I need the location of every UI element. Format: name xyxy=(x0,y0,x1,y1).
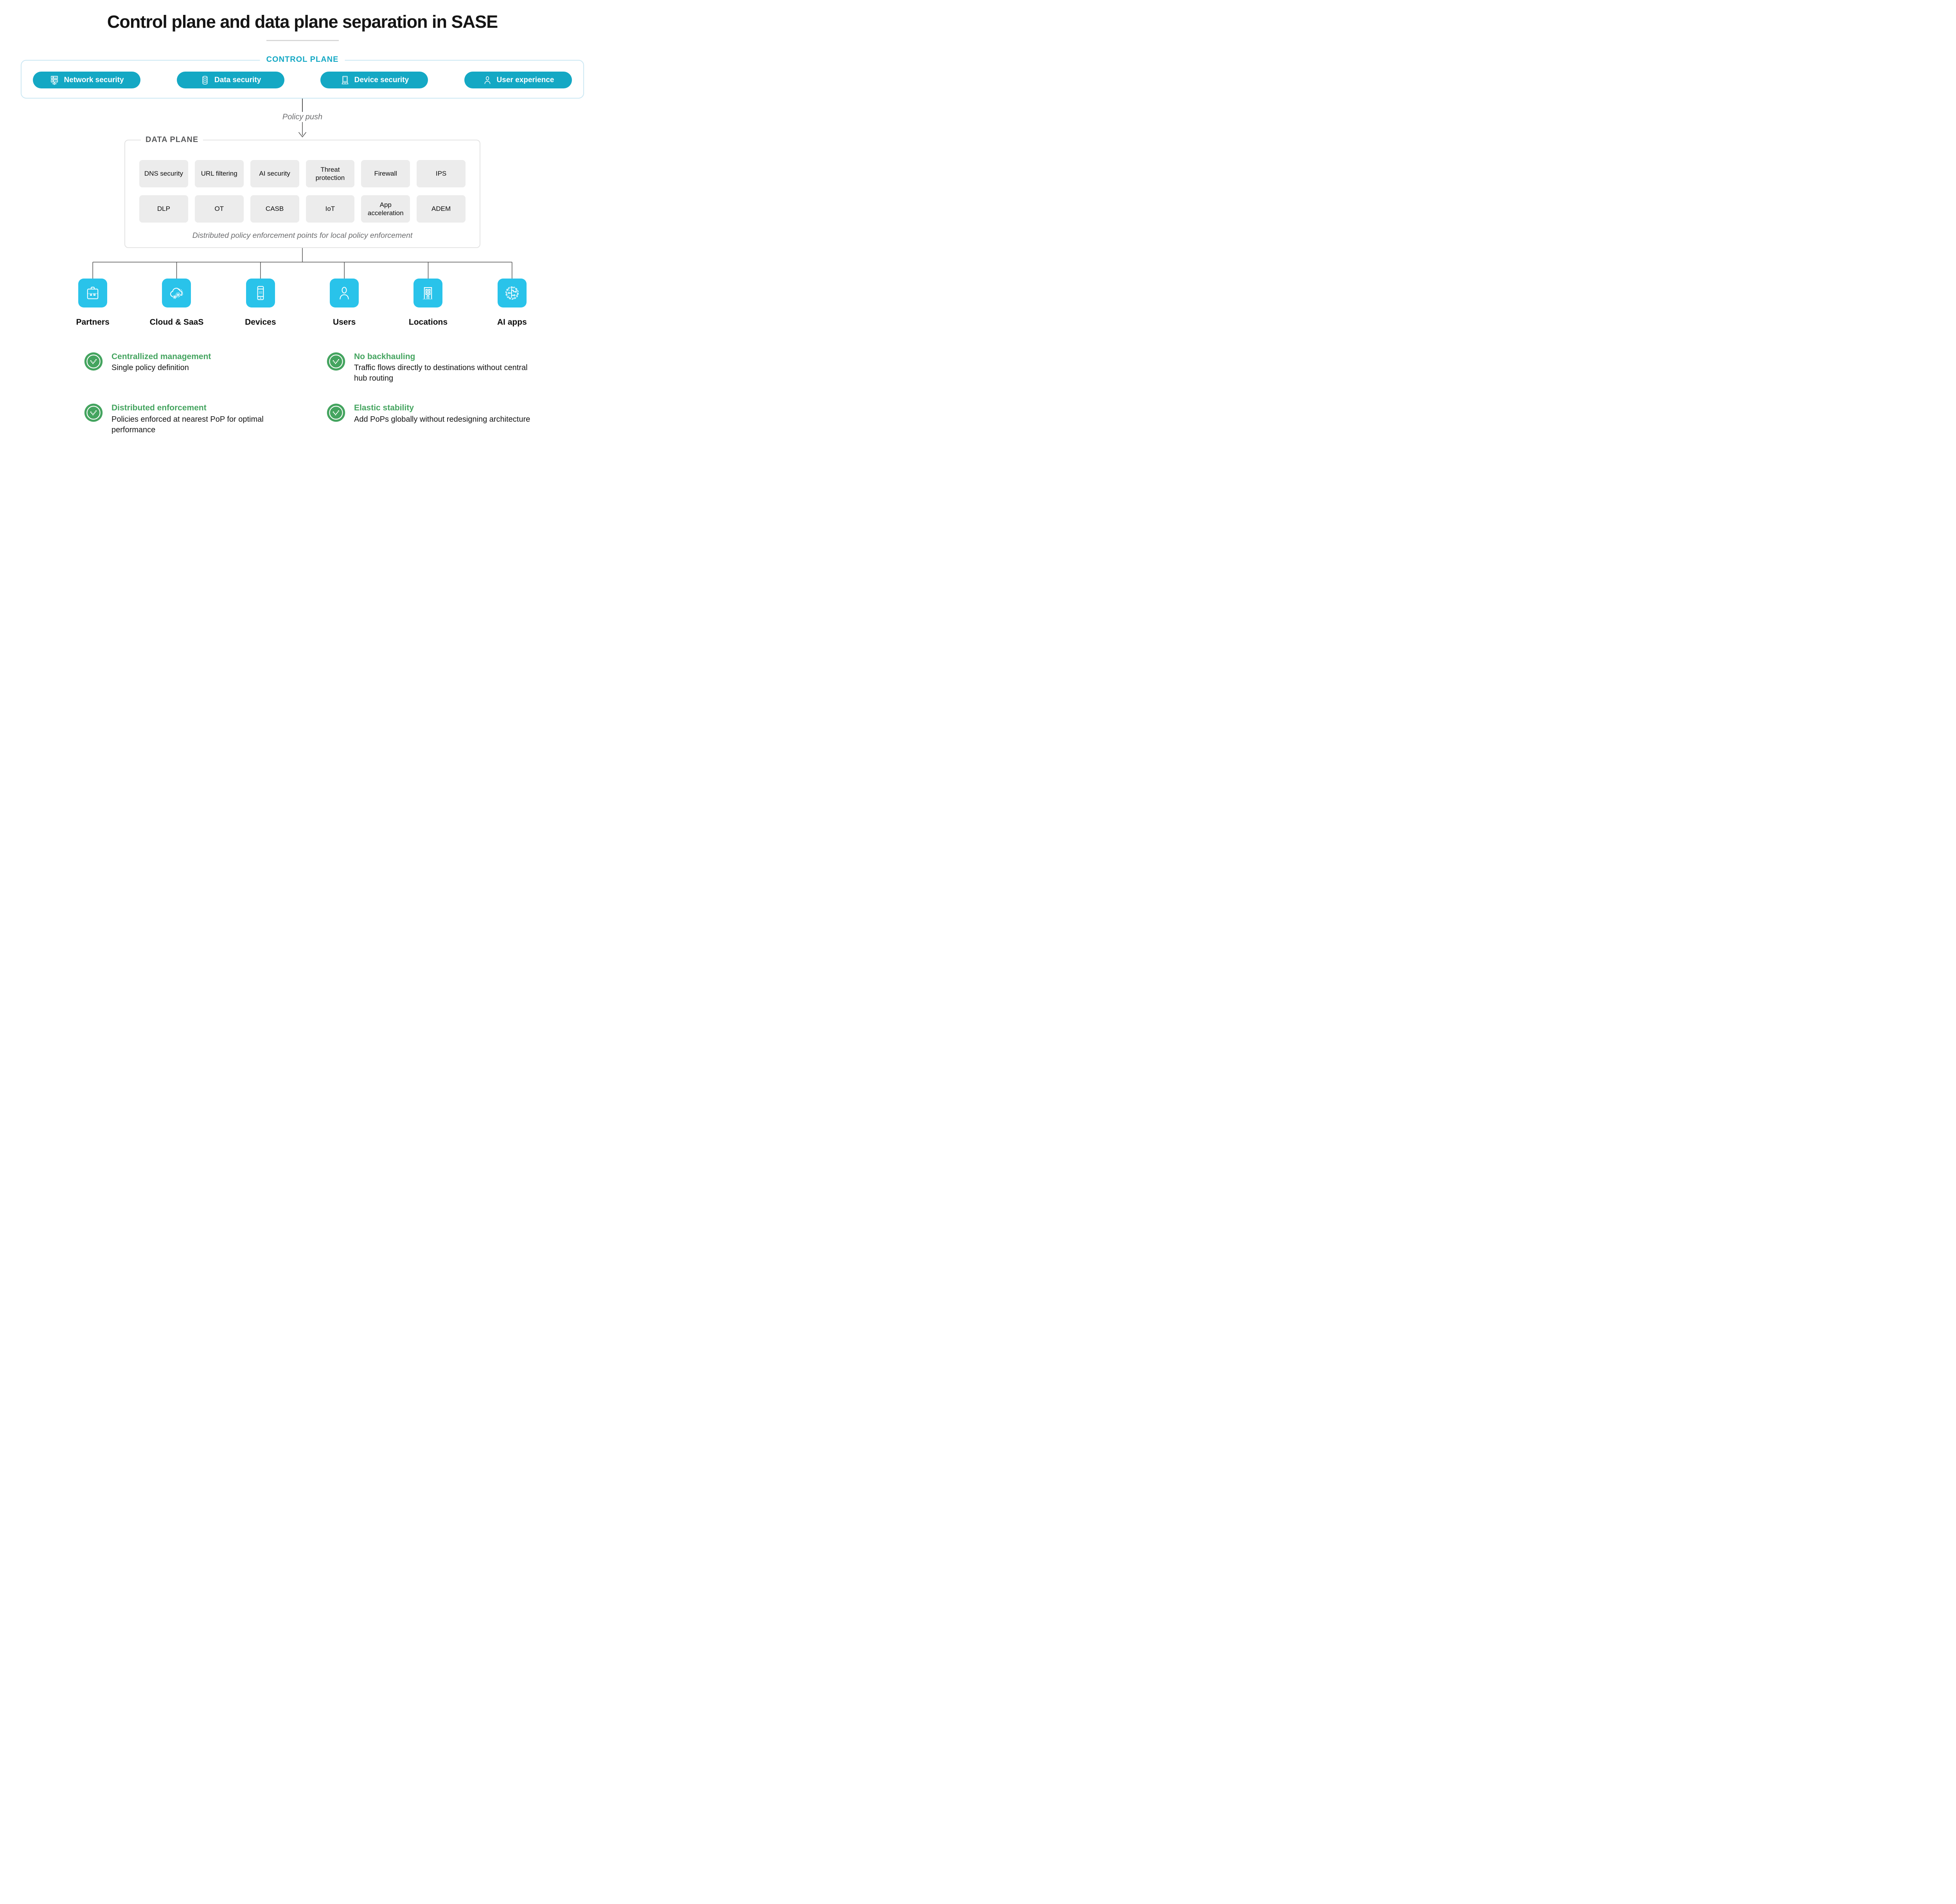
endpoint-label: Partners xyxy=(76,318,110,327)
data-plane-box: DATA PLANE DNS security URL filtering AI… xyxy=(124,135,480,248)
benefit-distributed-enforcement: Distributed enforcement Policies enforce… xyxy=(84,403,313,435)
check-circle-icon xyxy=(327,404,345,422)
endpoint-users: Users xyxy=(302,279,386,327)
endpoint-ai-apps: AI apps xyxy=(470,279,554,327)
benefit-heading: Distributed enforcement xyxy=(111,403,207,413)
briefcase-icon xyxy=(78,279,108,307)
benefit-heading: Elastic stability xyxy=(354,403,414,413)
service-cell: AI security xyxy=(250,160,299,187)
service-cell: URL filtering xyxy=(194,160,244,187)
benefit-centralized-management: Centrallized management Single policy de… xyxy=(84,351,313,384)
endpoint-partners: Partners xyxy=(51,279,135,327)
service-cell: OT xyxy=(194,195,244,223)
pill-label: Data security xyxy=(214,76,261,84)
laptop-icon xyxy=(340,75,350,85)
endpoint-locations: Locations xyxy=(386,279,470,327)
smartphone-icon xyxy=(246,279,275,307)
cloud-gears-icon xyxy=(162,279,191,307)
service-cell: ADEM xyxy=(417,195,466,223)
benefit-no-backhauling: No backhauling Traffic flows directly to… xyxy=(327,351,561,384)
endpoint-label: Users xyxy=(333,318,356,327)
data-plane-label: DATA PLANE xyxy=(141,135,203,144)
data-plane-caption: Distributed policy enforcement points fo… xyxy=(192,231,413,240)
check-circle-icon xyxy=(84,404,103,422)
policy-push-arrow: Policy push xyxy=(0,99,605,140)
endpoint-label: Devices xyxy=(245,318,276,327)
policy-push-label: Policy push xyxy=(282,113,323,121)
ai-circuit-icon xyxy=(497,279,527,307)
pill-data-security: Data security xyxy=(176,72,284,88)
data-plane-services: DNS security URL filtering AI security T… xyxy=(139,160,466,223)
person-icon xyxy=(330,279,359,307)
benefit-heading: No backhauling xyxy=(354,352,415,361)
service-cell: IPS xyxy=(417,160,466,187)
benefit-heading: Centrallized management xyxy=(111,352,211,361)
pill-device-security: Device security xyxy=(320,72,428,88)
benefits-grid: Centrallized management Single policy de… xyxy=(0,327,605,453)
service-cell: Threat protection xyxy=(306,160,355,187)
control-plane-box: CONTROL PLANE Network xyxy=(21,55,584,99)
benefit-body: Traffic flows directly to destinations w… xyxy=(354,363,528,383)
pill-label: Device security xyxy=(354,76,409,84)
benefit-body: Policies enforced at nearest PoP for opt… xyxy=(111,415,264,434)
database-icon xyxy=(200,75,210,85)
connector-tree xyxy=(92,248,512,279)
endpoint-label: Cloud & SaaS xyxy=(149,318,204,327)
benefit-elastic-stability: Elastic stability Add PoPs globally with… xyxy=(327,403,561,435)
endpoint-label: Locations xyxy=(408,318,448,327)
pill-user-experience: User experience xyxy=(464,72,572,88)
page-title: Control plane and data plane separation … xyxy=(107,12,498,32)
service-cell: DNS security xyxy=(139,160,188,187)
title-divider xyxy=(266,40,339,41)
person-icon xyxy=(482,75,493,85)
service-cell: DLP xyxy=(139,195,188,223)
pill-label: User experience xyxy=(496,76,554,84)
benefit-body: Single policy definition xyxy=(111,363,189,372)
check-circle-icon xyxy=(84,352,103,371)
endpoint-devices: Devices xyxy=(219,279,302,327)
pill-network-security: Network security xyxy=(33,72,140,88)
pill-label: Network security xyxy=(64,76,124,84)
servers-icon xyxy=(49,75,59,85)
endpoint-label: AI apps xyxy=(497,318,527,327)
building-icon xyxy=(413,279,443,307)
control-plane-pills: Network security Data security xyxy=(22,72,583,88)
service-cell: App acceleration xyxy=(361,195,410,223)
arrow-down-icon xyxy=(298,122,307,138)
service-cell: CASB xyxy=(250,195,299,223)
service-cell: Firewall xyxy=(361,160,410,187)
control-plane-label: CONTROL PLANE xyxy=(260,55,345,64)
service-cell: IoT xyxy=(306,195,355,223)
sase-architecture-diagram: Control plane and data plane separation … xyxy=(0,0,605,453)
check-circle-icon xyxy=(327,352,345,371)
benefit-body: Add PoPs globally without redesigning ar… xyxy=(354,415,530,424)
endpoints-row: Partners Cloud & SaaS xyxy=(51,279,554,327)
arrow-line xyxy=(302,99,303,112)
endpoint-cloud-saas: Cloud & SaaS xyxy=(135,279,218,327)
